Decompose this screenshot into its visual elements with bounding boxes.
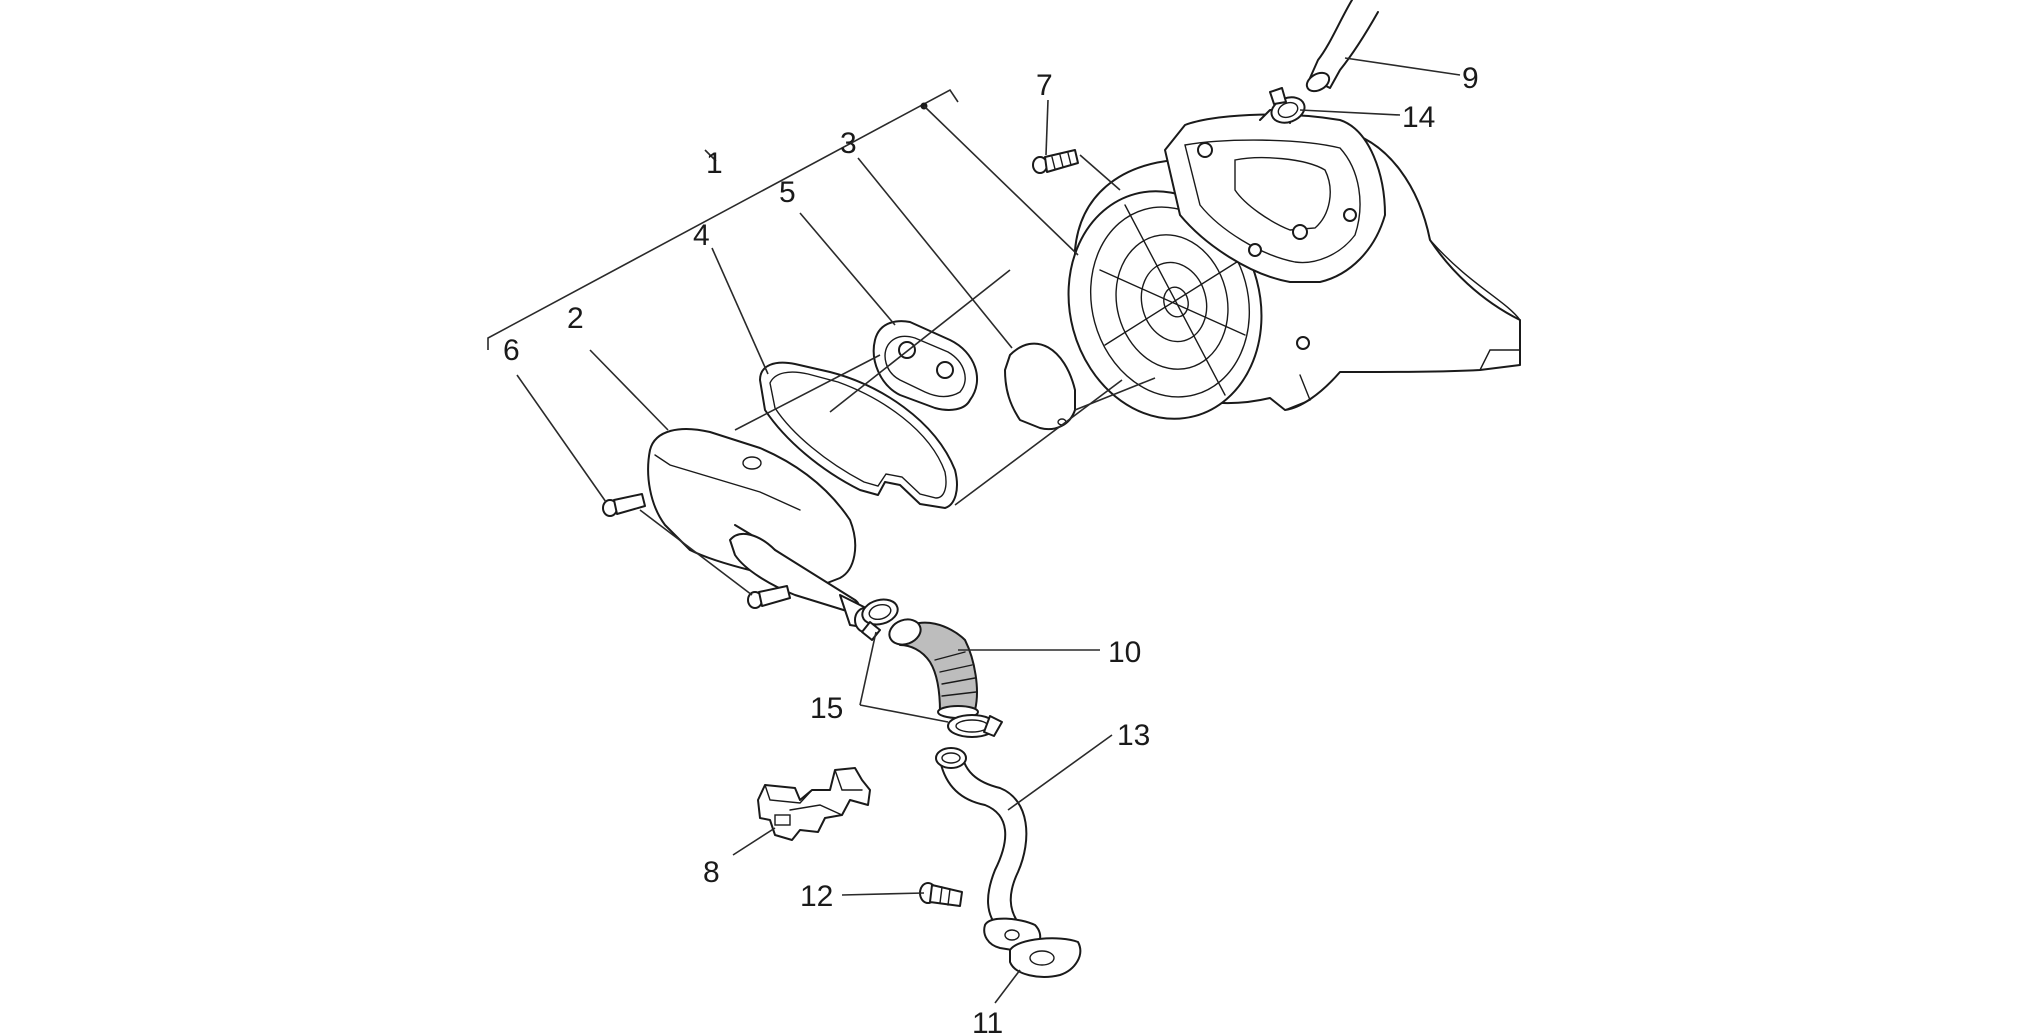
callout-14: 14 (1402, 101, 1435, 134)
callout-labels: 1 2 3 4 5 6 7 8 9 10 11 12 13 14 15 (503, 62, 1479, 1036)
callout-1: 1 (706, 147, 723, 180)
pipe (935, 747, 1042, 953)
callout-11: 11 (972, 1007, 1003, 1036)
leader-lines (487, 57, 1461, 1004)
mounting-bracket (757, 767, 871, 841)
callout-12: 12 (800, 880, 833, 913)
bolt (919, 882, 963, 907)
callout-10: 10 (1108, 636, 1141, 669)
callout-2: 2 (567, 302, 584, 335)
callout-15: 15 (810, 692, 843, 725)
hose-clamp-upper (1269, 87, 1306, 124)
fan-cover-housing (1067, 109, 1521, 420)
callout-13: 13 (1117, 719, 1150, 752)
hose-clamp-middle-lower (947, 714, 1003, 738)
callout-6: 6 (503, 334, 520, 367)
screw-left (602, 493, 646, 517)
callout-5: 5 (779, 176, 796, 209)
pad (1004, 342, 1076, 430)
filter-element (759, 361, 958, 509)
callout-8: 8 (703, 856, 720, 889)
callout-7: 7 (1036, 69, 1053, 102)
hose (1305, 0, 1379, 93)
callout-3: 3 (840, 127, 857, 160)
filter-cover (647, 428, 876, 633)
elbow-hose (888, 618, 979, 719)
screw-upper (1032, 149, 1079, 174)
flange-gasket (1009, 937, 1082, 978)
callout-9: 9 (1462, 62, 1479, 95)
callout-4: 4 (693, 219, 710, 252)
screw-lower (747, 585, 791, 609)
